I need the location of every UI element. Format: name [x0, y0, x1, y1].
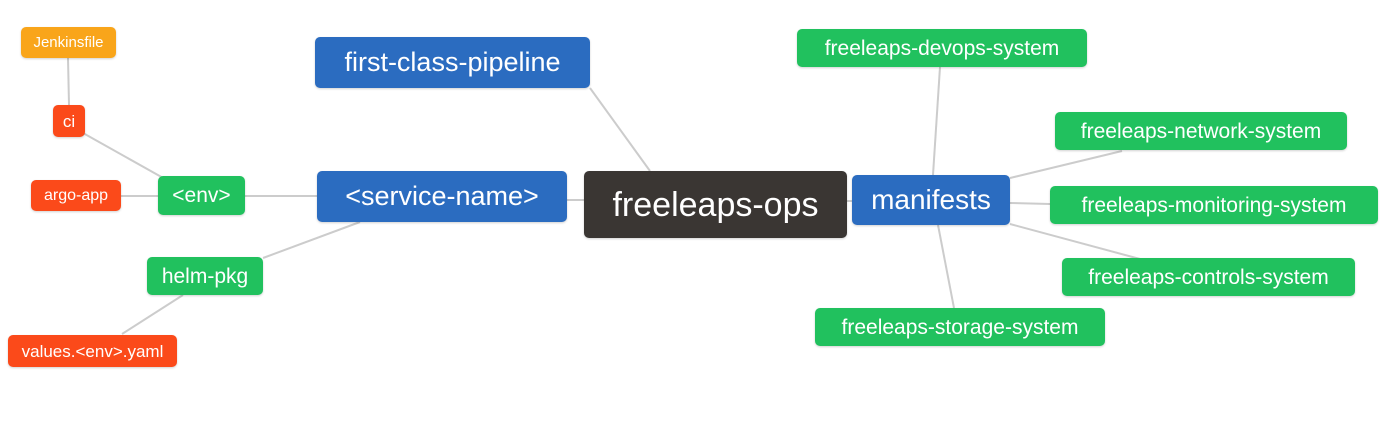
edge-values-env-yaml-helm-pkg — [121, 294, 184, 335]
node-freeleaps-devops-system[interactable]: freeleaps-devops-system — [797, 29, 1087, 67]
node-argo-app[interactable]: argo-app — [31, 180, 121, 211]
node-helm-pkg[interactable]: helm-pkg — [147, 257, 263, 295]
node-jenkinsfile[interactable]: Jenkinsfile — [21, 27, 116, 58]
node-env[interactable]: <env> — [158, 176, 245, 215]
edge-manifests-freeleaps-controls-system — [1009, 223, 1141, 260]
node-freeleaps-controls-system[interactable]: freeleaps-controls-system — [1062, 258, 1355, 296]
edge-jenkinsfile-ci — [67, 57, 70, 106]
node-first-class-pipeline[interactable]: first-class-pipeline — [315, 37, 590, 88]
edge-manifests-freeleaps-network-system — [1009, 150, 1123, 179]
edge-helm-pkg-service-name — [262, 221, 361, 259]
node-freeleaps-monitoring-system[interactable]: freeleaps-monitoring-system — [1050, 186, 1378, 224]
edge-manifests-freeleaps-storage-system — [937, 224, 955, 309]
node-freeleaps-storage-system[interactable]: freeleaps-storage-system — [815, 308, 1105, 346]
edge-manifests-freeleaps-monitoring-system — [1009, 202, 1051, 205]
node-service-name[interactable]: <service-name> — [317, 171, 567, 222]
edge-manifests-freeleaps-devops-system — [932, 66, 941, 176]
edge-first-class-pipeline-freeleaps-ops — [589, 87, 651, 172]
edge-ci-env — [82, 132, 166, 180]
node-values-env-yaml[interactable]: values.<env>.yaml — [8, 335, 177, 367]
node-freeleaps-network-system[interactable]: freeleaps-network-system — [1055, 112, 1347, 150]
node-freeleaps-ops[interactable]: freeleaps-ops — [584, 171, 847, 238]
node-ci[interactable]: ci — [53, 105, 85, 137]
node-manifests[interactable]: manifests — [852, 175, 1010, 225]
